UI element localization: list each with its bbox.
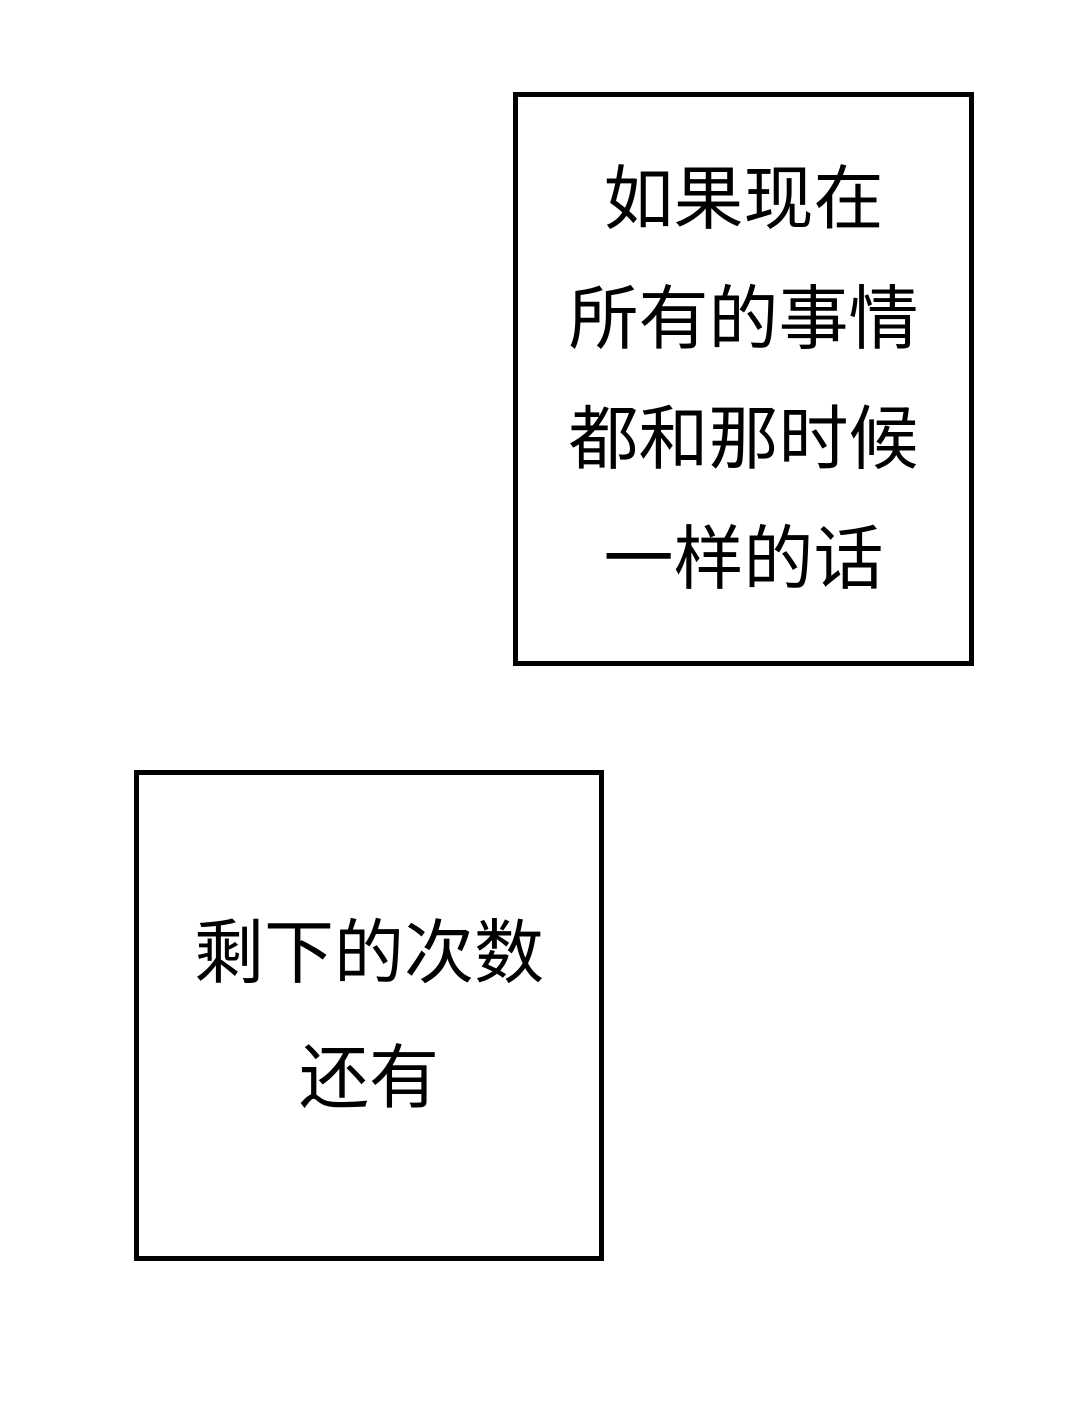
dialogue-text-line: 一样的话 — [603, 520, 884, 598]
dialogue-box-top: 如果现在 所有的事情 都和那时候 一样的话 — [513, 92, 974, 666]
dialogue-box-bottom: 剩下的次数 还有 — [134, 770, 604, 1261]
dialogue-text-line: 所有的事情 — [568, 280, 919, 358]
dialogue-text-line: 剩下的次数 — [194, 913, 544, 992]
dialogue-text-line: 如果现在 — [603, 160, 884, 238]
dialogue-text-line: 还有 — [299, 1038, 439, 1117]
dialogue-text-line: 都和那时候 — [568, 400, 919, 478]
